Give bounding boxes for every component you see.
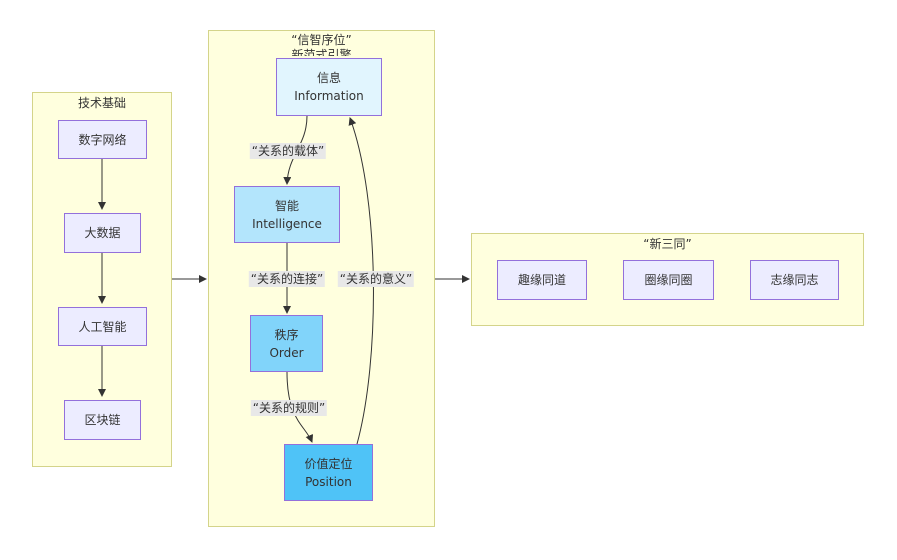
node-order-sublabel: Order (269, 345, 304, 360)
node-digital-network[interactable]: 数字网络 (58, 120, 147, 159)
node-information-label: 信息 (316, 71, 341, 85)
edge-label-meaning: “关系的意义” (337, 271, 415, 287)
node-circle-affinity[interactable]: 圈缘同圈 (623, 260, 714, 300)
node-position-sublabel: Position (305, 474, 352, 489)
node-order-label: 秩序 (274, 327, 299, 342)
node-artificial-intelligence-label: 人工智能 (78, 319, 127, 334)
node-intelligence-label: 智能 (274, 198, 299, 213)
edge-order-position (286, 371, 314, 443)
node-artificial-intelligence[interactable]: 人工智能 (58, 307, 147, 346)
node-intelligence-sublabel: Intelligence (252, 216, 322, 231)
cluster-engine-subtitle: 新范式引擎 (291, 48, 352, 56)
node-position[interactable]: 价值定位 Position (284, 444, 373, 501)
node-ambition-affinity-label: 志缘同志 (770, 273, 819, 287)
node-ambition-affinity[interactable]: 志缘同志 (750, 260, 839, 300)
cluster-tech-title: 技术基础 (77, 96, 126, 110)
node-position-label: 价值定位 (304, 456, 353, 471)
cluster-engine-title: “信智序位” (291, 33, 352, 47)
node-digital-network-label: 数字网络 (78, 132, 127, 147)
node-information[interactable]: 信息 Information (276, 58, 382, 116)
node-big-data-label: 大数据 (84, 226, 121, 240)
edge-label-connection: “关系的连接” (248, 271, 326, 287)
node-circle-affinity-label: 圈缘同圈 (644, 273, 693, 287)
edge-label-rules: “关系的规则” (250, 400, 328, 416)
node-interest-affinity[interactable]: 趣缘同道 (497, 260, 587, 300)
node-big-data[interactable]: 大数据 (64, 213, 141, 253)
node-intelligence[interactable]: 智能 Intelligence (234, 186, 340, 243)
edge-label-carrier: “关系的载体” (249, 143, 327, 159)
node-interest-affinity-label: 趣缘同道 (517, 273, 566, 287)
node-blockchain-label: 区块链 (84, 413, 121, 427)
node-blockchain[interactable]: 区块链 (64, 400, 141, 440)
node-order[interactable]: 秩序 Order (250, 315, 323, 372)
cluster-new-three-title: “新三同” (643, 237, 692, 251)
node-information-sublabel: Information (294, 89, 364, 103)
